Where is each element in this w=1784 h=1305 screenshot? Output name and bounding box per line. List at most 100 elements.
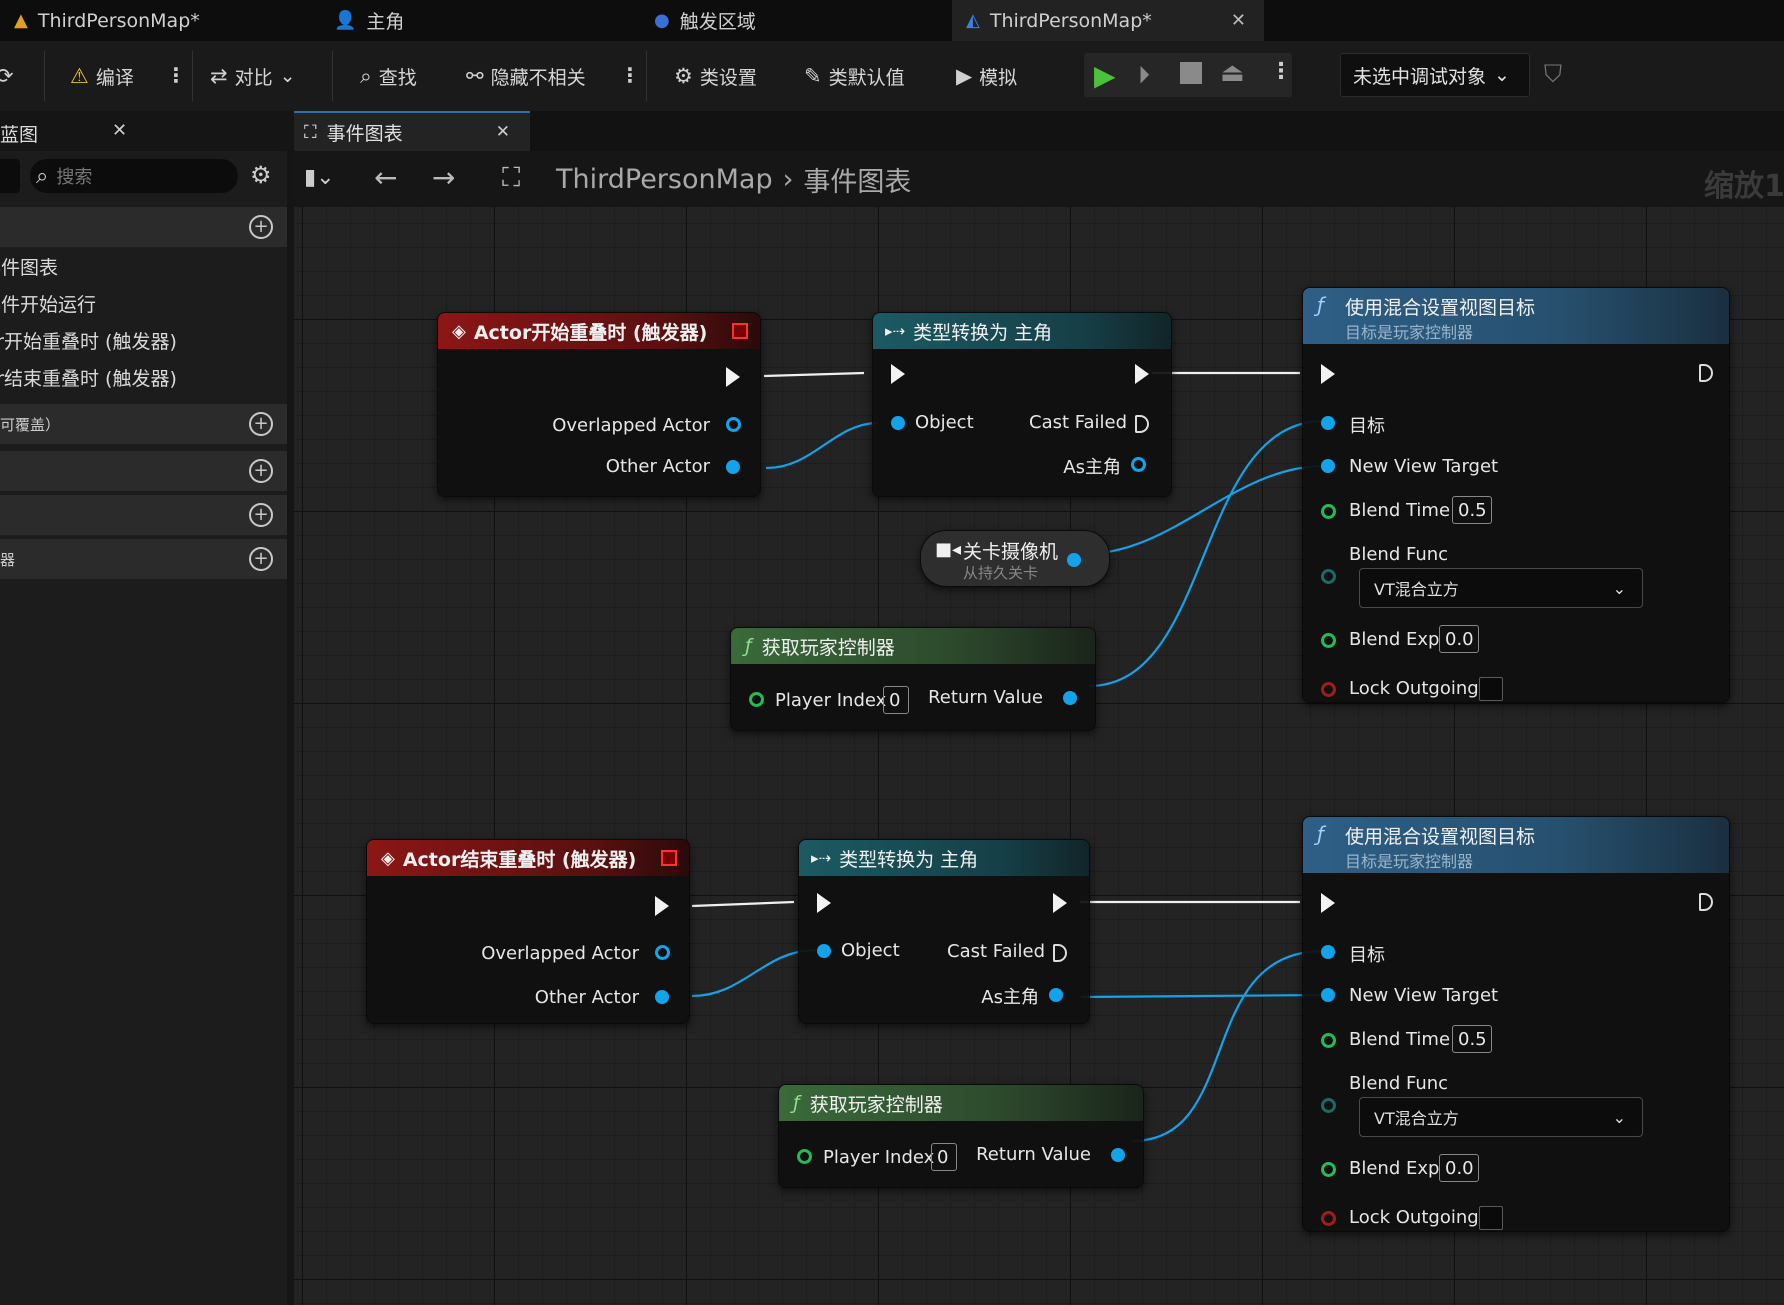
set-view-target-with-blend-node-1[interactable]: ƒ 使用混合设置视图目标 目标是玩家控制器 目标 New View Target… xyxy=(1302,287,1730,703)
breadcrumb-root[interactable]: ThirdPersonMap xyxy=(556,163,773,195)
cast-to-character-node-1[interactable]: ▸⇢ 类型转换为 主角 Object Cast Failed As主角 xyxy=(872,312,1172,497)
object-pin[interactable] xyxy=(817,944,831,958)
close-tab-icon[interactable]: ✕ xyxy=(495,122,510,142)
tab-main-character[interactable]: 👤 主角 xyxy=(320,0,640,41)
tab-event-graph[interactable]: ⛶ 事件图表 ✕ xyxy=(294,111,530,151)
get-player-controller-node-1[interactable]: ƒ 获取玩家控制器 Player Index 0 Return Value xyxy=(730,627,1096,731)
section-graphs[interactable]: + xyxy=(0,207,287,247)
breadcrumb-leaf[interactable]: 事件图表 xyxy=(803,166,912,198)
delegate-pin[interactable] xyxy=(661,850,677,866)
overlapped-actor-pin[interactable] xyxy=(655,945,670,960)
add-function-icon[interactable]: + xyxy=(249,412,273,436)
diff-button[interactable]: ⇄ 对比 ⌄ xyxy=(210,41,296,111)
settings-gear-icon[interactable]: ⚙ xyxy=(250,161,272,189)
get-player-controller-node-2[interactable]: ƒ 获取玩家控制器 Player Index 0 Return Value xyxy=(778,1084,1144,1188)
add-graph-icon[interactable]: + xyxy=(249,215,273,239)
compile-options-icon[interactable]: ⋮ xyxy=(166,63,186,87)
search-input[interactable]: ⌕ 搜索 xyxy=(30,159,238,193)
tab-thirdpersonmap-active[interactable]: ◭ ThirdPersonMap* ✕ xyxy=(952,0,1264,41)
target-pin[interactable] xyxy=(1321,416,1335,430)
blend-exp-input[interactable]: 0.0 xyxy=(1439,1154,1479,1182)
exec-out-pin[interactable] xyxy=(726,367,740,387)
cast-to-character-node-2[interactable]: ▸⇢ 类型转换为 主角 Object Cast Failed As主角 xyxy=(798,839,1090,1024)
section-macros[interactable]: + xyxy=(0,451,287,491)
other-actor-pin[interactable] xyxy=(655,990,669,1004)
browse-icon[interactable]: ⟳ xyxy=(0,64,14,88)
delegate-pin[interactable] xyxy=(732,323,748,339)
blend-exp-pin[interactable] xyxy=(1321,633,1336,648)
exec-in-pin[interactable] xyxy=(1321,893,1335,913)
lock-outgoing-pin[interactable] xyxy=(1321,682,1336,697)
player-index-pin[interactable] xyxy=(797,1149,812,1164)
tab-trigger-area[interactable]: ● 触发区域 xyxy=(640,0,952,41)
target-pin[interactable] xyxy=(1321,945,1335,959)
add-button[interactable] xyxy=(0,159,20,193)
close-tab-icon[interactable]: ✕ xyxy=(1230,10,1246,31)
stop-icon[interactable] xyxy=(1180,62,1202,84)
exec-out-pin[interactable] xyxy=(1699,893,1713,911)
blend-exp-input[interactable]: 0.0 xyxy=(1439,625,1479,653)
overlapped-actor-pin[interactable] xyxy=(726,417,741,432)
player-index-pin[interactable] xyxy=(749,692,764,707)
object-pin[interactable] xyxy=(891,416,905,430)
class-settings-button[interactable]: ⚙ 类设置 xyxy=(674,41,757,111)
exec-in-pin[interactable] xyxy=(891,364,905,384)
more-options-icon[interactable]: ⋮ xyxy=(620,63,640,87)
blend-exp-pin[interactable] xyxy=(1321,1162,1336,1177)
camera-output-pin[interactable] xyxy=(1067,553,1081,567)
find-button[interactable]: ⌕ 查找 xyxy=(360,41,417,111)
eject-icon[interactable]: ⏏ xyxy=(1220,58,1245,88)
exec-out-pin[interactable] xyxy=(1699,364,1713,382)
compile-button[interactable]: ⚠ 编译 xyxy=(70,41,134,111)
exec-out-pin[interactable] xyxy=(655,896,669,916)
player-index-input[interactable]: 0 xyxy=(931,1143,957,1171)
add-dispatcher-icon[interactable]: + xyxy=(249,547,273,571)
list-item-end-overlap[interactable]: Actor结束重叠时 (触发器) xyxy=(0,368,177,390)
add-variable-icon[interactable]: + xyxy=(249,503,273,527)
play-icon[interactable]: ▶ xyxy=(1094,59,1116,92)
as-character-pin[interactable] xyxy=(1049,988,1063,1002)
section-functions[interactable]: 可覆盖） + xyxy=(0,404,287,444)
forward-arrow-icon[interactable]: → xyxy=(432,161,456,194)
blend-func-pin[interactable] xyxy=(1321,569,1336,584)
new-view-target-pin[interactable] xyxy=(1321,459,1335,473)
graph-editor[interactable]: ⛶ 事件图表 ✕ ▮⌄ ← → ⛶ ThirdPersonMap › 事件图表 … xyxy=(294,111,1784,1305)
exec-out-pin[interactable] xyxy=(1053,893,1067,913)
debug-object-select[interactable]: 未选中调试对象 ⌄ xyxy=(1340,53,1530,97)
bookmark-icon[interactable]: ▮⌄ xyxy=(304,165,335,190)
event-begin-overlap-node[interactable]: ◈ Actor开始重叠时 (触发器) Overlapped Actor Othe… xyxy=(437,312,761,497)
add-macro-icon[interactable]: + xyxy=(249,459,273,483)
level-camera-reference-node[interactable]: ■◂ 关卡摄像机 从持久关卡 xyxy=(920,530,1110,587)
lock-outgoing-checkbox[interactable] xyxy=(1479,1206,1503,1230)
blend-time-pin[interactable] xyxy=(1321,1033,1336,1048)
event-end-overlap-node[interactable]: ◈ Actor结束重叠时 (触发器) Overlapped Actor Othe… xyxy=(366,839,690,1024)
blend-time-input[interactable]: 0.5 xyxy=(1452,1025,1492,1053)
back-arrow-icon[interactable]: ← xyxy=(374,161,398,194)
tab-thirdpersonmap-1[interactable]: ▲ ThirdPersonMap* xyxy=(0,0,320,41)
blend-time-input[interactable]: 0.5 xyxy=(1452,496,1492,524)
list-item-begin-overlap[interactable]: Actor开始重叠时 (触发器) xyxy=(0,331,177,353)
lock-outgoing-pin[interactable] xyxy=(1321,1211,1336,1226)
section-dispatchers[interactable]: 器 + xyxy=(0,539,287,579)
list-item-event-graph[interactable]: 事件图表 xyxy=(0,257,59,279)
set-view-target-with-blend-node-2[interactable]: ƒ 使用混合设置视图目标 目标是玩家控制器 目标 New View Target… xyxy=(1302,816,1730,1232)
cast-failed-pin[interactable] xyxy=(1053,944,1067,962)
as-character-pin[interactable] xyxy=(1131,457,1146,472)
simulate-button[interactable]: ▶ 模拟 xyxy=(956,41,1017,111)
exec-out-pin[interactable] xyxy=(1135,364,1149,384)
list-item-begin-play[interactable]: 事件开始运行 xyxy=(0,294,97,316)
section-variables[interactable]: + xyxy=(0,495,287,535)
exec-in-pin[interactable] xyxy=(1321,364,1335,384)
debug-filter-icon[interactable]: ⛉ xyxy=(1544,60,1562,88)
return-value-pin[interactable] xyxy=(1111,1148,1125,1162)
play-options-icon[interactable]: ⋮ xyxy=(1270,59,1292,84)
hide-unrelated-button[interactable]: ⚯ 隐藏不相关 xyxy=(466,41,586,111)
player-index-input[interactable]: 0 xyxy=(883,686,909,714)
cast-failed-pin[interactable] xyxy=(1135,415,1149,433)
blend-func-dropdown[interactable]: VT混合立方 ⌄ xyxy=(1359,568,1643,608)
return-value-pin[interactable] xyxy=(1063,691,1077,705)
lock-outgoing-checkbox[interactable] xyxy=(1479,677,1503,701)
class-defaults-button[interactable]: ✎ 类默认值 xyxy=(804,41,905,111)
blend-time-pin[interactable] xyxy=(1321,504,1336,519)
new-view-target-pin[interactable] xyxy=(1321,988,1335,1002)
